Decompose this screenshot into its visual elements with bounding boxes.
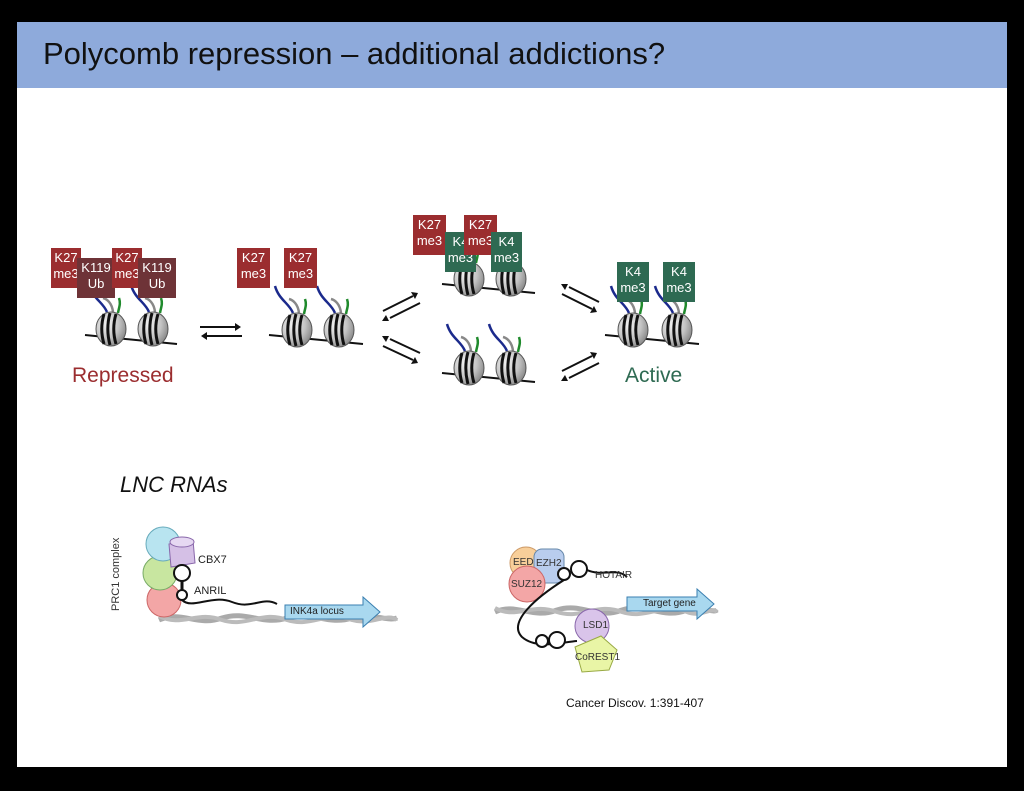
target-gene-arrow <box>626 587 715 621</box>
slide: Polycomb repression – additional addicti… <box>17 22 1007 767</box>
hotair-figure <box>493 546 719 673</box>
target-gene-label: Target gene <box>643 598 696 609</box>
lnc-rnas-heading: LNC RNAs <box>120 472 228 497</box>
equilibrium-arrow-1 <box>200 323 242 340</box>
corest1-subunit <box>574 635 618 673</box>
corest1-label: CoREST1 <box>575 652 621 663</box>
lsd1-label: LSD1 <box>583 620 609 631</box>
anril-figure <box>142 526 399 629</box>
suz12-subunit <box>508 565 546 603</box>
prc1-complex-label: PRC1 complex <box>110 537 122 611</box>
eed-label: EED <box>513 557 534 568</box>
slide-title: Polycomb repression – additional addicti… <box>43 36 666 71</box>
equilibrium-arrow-3 <box>382 336 421 364</box>
ink4a-locus-arrow <box>284 595 381 629</box>
suz12-label: SUZ12 <box>511 579 543 590</box>
nucleosome-pair-active <box>604 284 700 349</box>
anril-label: ANRIL <box>194 585 227 597</box>
nucleosome-pair-unmarked <box>441 322 536 387</box>
active-label: Active <box>625 364 683 387</box>
nucleosome-pair-repressed <box>84 283 178 348</box>
equilibrium-arrow-4 <box>561 284 600 313</box>
nucleosome-pair-k27 <box>268 284 364 349</box>
nucleosome-diagram <box>84 233 719 673</box>
hotair-label: HOTAIR <box>595 570 633 581</box>
repressed-label: Repressed <box>72 364 174 387</box>
title-bar: Polycomb repression – additional addicti… <box>17 22 1007 88</box>
cbx7-label: CBX7 <box>198 554 227 566</box>
equilibrium-arrow-2 <box>382 292 421 321</box>
ezh2-label: EZH2 <box>536 558 562 569</box>
nucleosome-pair-bivalent <box>441 233 536 298</box>
equilibrium-arrow-5 <box>561 352 600 381</box>
citation: Cancer Discov. 1:391-407 <box>566 696 704 710</box>
ink4a-locus-label: INK4a locus <box>290 606 344 617</box>
